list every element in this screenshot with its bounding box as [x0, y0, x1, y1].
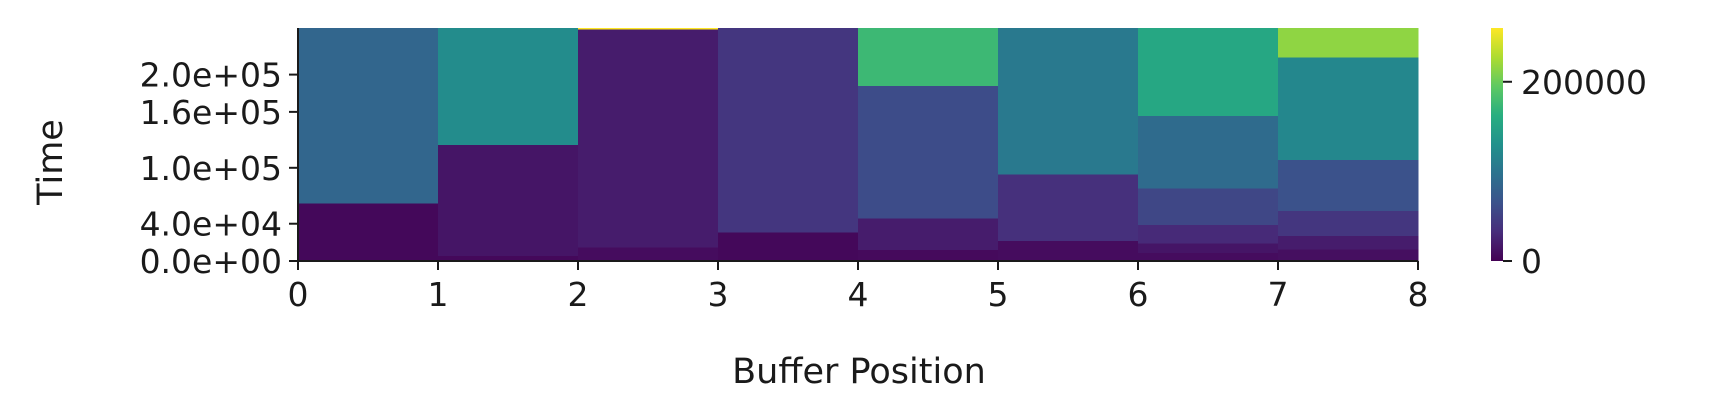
- y-tick-label: 0.0e+00: [140, 242, 282, 281]
- colorbar-tick-label: 200000: [1521, 63, 1647, 102]
- x-tick-label: 4: [848, 275, 869, 314]
- heatmap-cell: [1278, 56, 1419, 160]
- heatmap-cells: [298, 28, 1419, 262]
- heatmap-cell: [858, 218, 999, 251]
- heatmap-cell: [718, 28, 859, 233]
- x-tick-label: 1: [428, 275, 449, 314]
- heatmap-cell: [998, 240, 1139, 262]
- heatmap-cell: [1138, 115, 1279, 189]
- heatmap-cell: [1138, 243, 1279, 254]
- heatmap-cell: [578, 247, 719, 262]
- x-axis-label: Buffer Position: [732, 352, 986, 392]
- heatmap-cell: [298, 203, 439, 262]
- y-tick-label: 1.0e+05: [140, 149, 282, 188]
- colorbar-gradient: [1491, 28, 1503, 261]
- x-tick-label: 0: [288, 275, 309, 314]
- heatmap-cell: [1138, 252, 1279, 262]
- heatmap-cell: [718, 232, 859, 262]
- x-tick-label: 8: [1408, 275, 1429, 314]
- y-tick-label: 2.0e+05: [140, 56, 282, 95]
- x-tick-label: 7: [1268, 275, 1289, 314]
- heatmap-cell: [578, 28, 719, 248]
- heatmap-cell: [438, 255, 579, 262]
- y-tick-label: 1.6e+05: [140, 93, 282, 132]
- heatmap-cell: [1138, 28, 1279, 117]
- y-tick-label: 4.0e+04: [140, 205, 282, 244]
- heatmap-cell: [1278, 28, 1419, 58]
- x-tick-label: 6: [1128, 275, 1149, 314]
- heatmap-cell: [1278, 235, 1419, 250]
- heatmap-cell: [858, 249, 999, 262]
- heatmap-cell: [1278, 248, 1419, 262]
- heatmap-cell: [578, 28, 719, 30]
- colorbar: 0 200000: [1491, 28, 1647, 281]
- heatmap-cell: [858, 28, 999, 87]
- x-axis: 0 1 2 3 4 5 6 7 8: [288, 260, 1429, 314]
- heatmap-cell: [1138, 224, 1279, 244]
- y-axis: 0.0e+004.0e+04 1.0e+05 1.6e+052.0e+05: [140, 28, 299, 281]
- x-tick-label: 3: [708, 275, 729, 314]
- y-axis-label: Time: [31, 119, 71, 206]
- heatmap-cell: [438, 144, 579, 256]
- heatmap-cell: [438, 28, 579, 145]
- heatmap-cell: [1278, 210, 1419, 237]
- heatmap-cell: [298, 28, 439, 204]
- x-tick-label: 2: [568, 275, 589, 314]
- colorbar-tick-label: 0: [1521, 242, 1542, 281]
- heatmap-cell: [998, 28, 1139, 175]
- heatmap-cell: [998, 174, 1139, 241]
- heatmap-cell: [1278, 159, 1419, 212]
- heatmap-cell: [1138, 188, 1279, 226]
- x-tick-label: 5: [988, 275, 1009, 314]
- heatmap-cell: [858, 85, 999, 219]
